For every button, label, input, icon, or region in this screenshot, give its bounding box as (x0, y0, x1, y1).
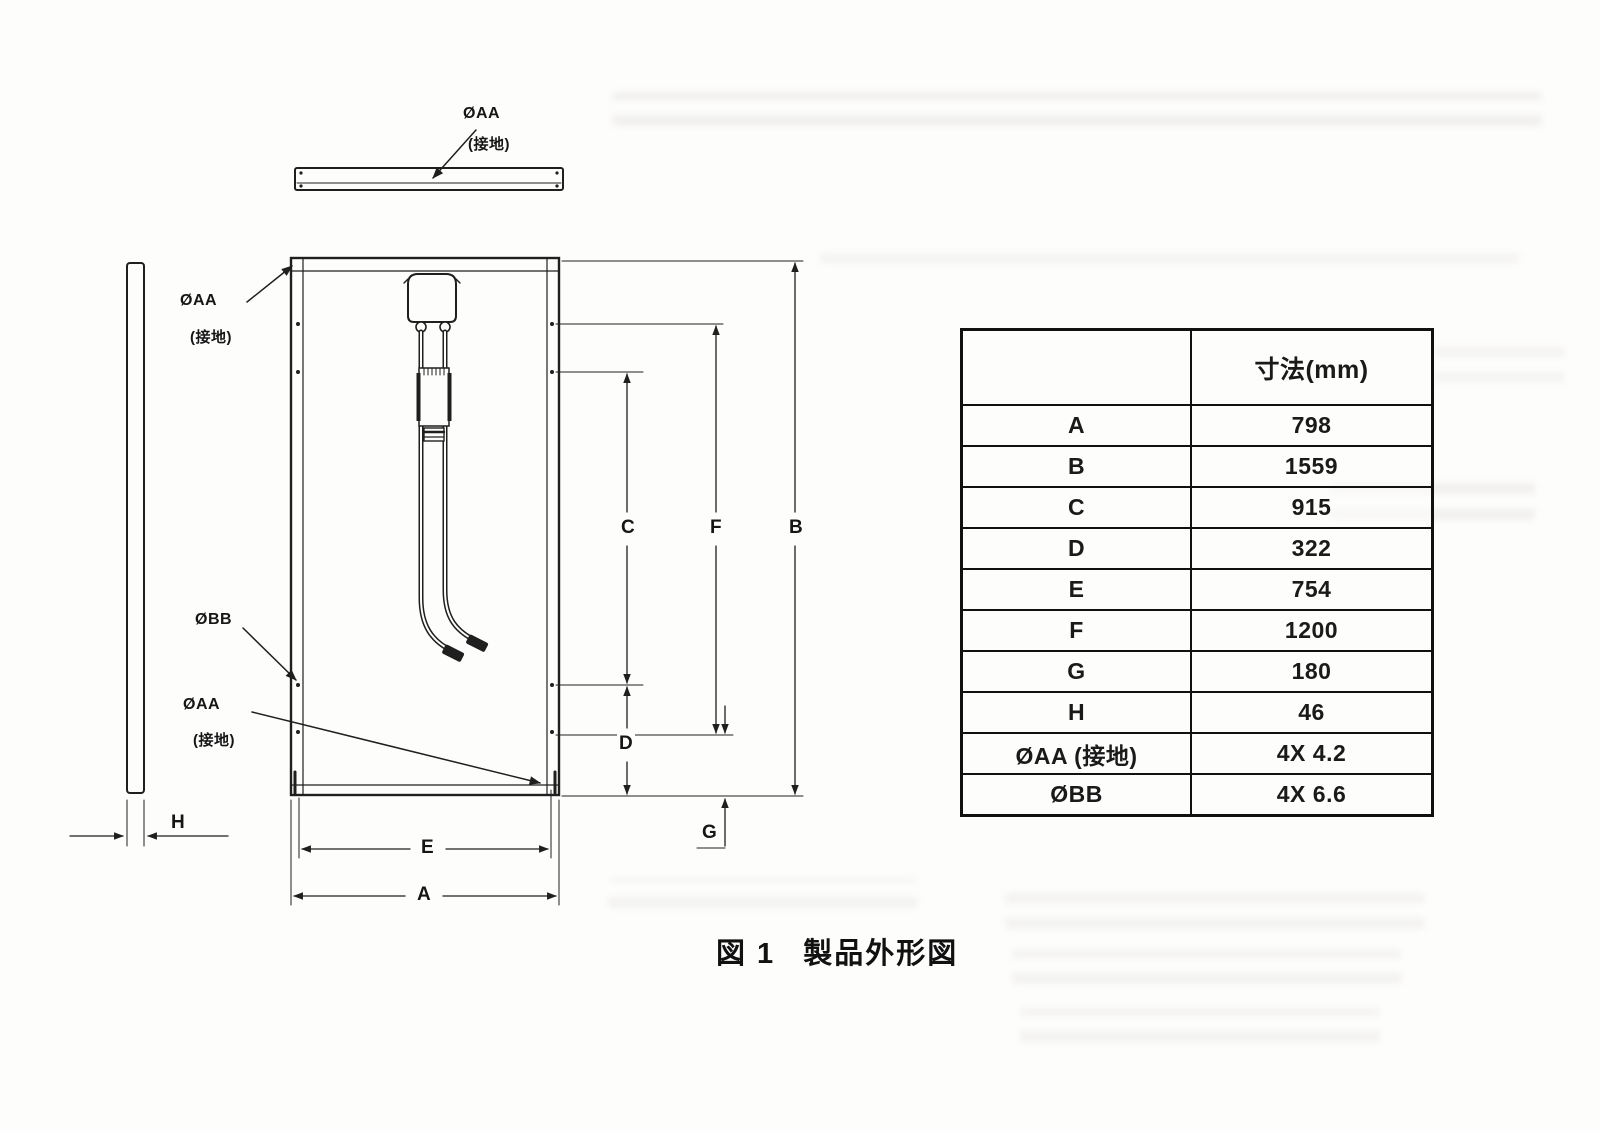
table-row: A 798 (963, 404, 1431, 445)
dim-label-g: G (700, 822, 720, 844)
phi-aa-label-top-view: ØAA (463, 105, 501, 122)
dim-name-cell: D (963, 529, 1192, 568)
extension-lines (290, 260, 804, 906)
leader-phi-aa-top-view (432, 129, 477, 179)
main-view-panel (289, 256, 561, 797)
cable-clip (416, 367, 452, 442)
bleedthrough-smudge (608, 878, 918, 908)
dimension-table: 寸法(mm) A 798 B 1559 C 915 D 322 E 754 F … (960, 328, 1434, 817)
bleedthrough-smudge (1012, 950, 1402, 984)
table-row: G 180 (963, 650, 1431, 691)
top-view-panel-edge (294, 167, 564, 191)
bleedthrough-smudge (1435, 345, 1565, 383)
dim-label-f: F (708, 517, 725, 539)
dim-value-cell: 754 (1291, 576, 1332, 602)
bleedthrough-smudge (1005, 893, 1425, 929)
dim-value-cell: 46 (1298, 699, 1325, 725)
figure-number: 図 1 (716, 938, 776, 970)
phi-bb-label: ØBB (195, 611, 233, 628)
side-view-panel (69, 262, 229, 847)
cable-connectors (442, 634, 489, 662)
dim-name-cell: H (963, 693, 1192, 732)
dim-value-cell: 798 (1291, 412, 1332, 438)
dim-name-cell: C (963, 488, 1192, 527)
dim-value-cell: 1200 (1284, 617, 1339, 643)
dim-label-a: A (415, 884, 434, 906)
bleedthrough-smudge (1020, 1008, 1380, 1042)
bleedthrough-smudge (820, 238, 1520, 264)
figure-caption: 図 1 製品外形図 (716, 930, 958, 972)
dim-name-cell: F (963, 611, 1192, 650)
ground-label-topleft: (接地) (190, 329, 232, 346)
dim-value-cell: 4X 4.2 (1276, 740, 1347, 766)
table-row: C 915 (963, 486, 1431, 527)
phi-aa-label-bottom: ØAA (183, 696, 221, 713)
leader-phi-aa-topleft (246, 265, 293, 303)
dim-name-cell: B (963, 447, 1192, 486)
table-row: ØBB 4X 6.6 (963, 773, 1431, 814)
dim-label-c: C (619, 517, 638, 539)
dim-name-cell: ØBB (963, 775, 1192, 814)
table-row: D 322 (963, 527, 1431, 568)
dimension-lines (293, 262, 799, 900)
table-row: F 1200 (963, 609, 1431, 650)
dim-name-cell: A (963, 406, 1192, 445)
figure-title: 製品外形図 (803, 938, 959, 970)
table-header-dimension: 寸法(mm) (1254, 355, 1369, 384)
dim-name-cell: G (963, 652, 1192, 691)
dim-label-e: E (419, 837, 437, 859)
dim-value-cell: 322 (1291, 535, 1332, 561)
dim-value-cell: 4X 6.6 (1276, 781, 1347, 807)
leader-phi-bb (242, 627, 297, 681)
dim-value-cell: 915 (1291, 494, 1332, 520)
ground-label-bottom: (接地) (193, 732, 235, 749)
table-row: B 1559 (963, 445, 1431, 486)
phi-aa-label-topleft: ØAA (180, 292, 218, 309)
dim-label-h: H (169, 812, 188, 834)
dim-value-cell: 180 (1291, 658, 1332, 684)
dim-name-cell: E (963, 570, 1192, 609)
table-row: E 754 (963, 568, 1431, 609)
bleedthrough-smudge (612, 92, 1542, 126)
table-row: ØAA (接地) 4X 4.2 (963, 732, 1431, 773)
dim-name-cell: ØAA (接地) (963, 734, 1192, 773)
table-header-row: 寸法(mm) (963, 331, 1431, 404)
ground-label-top-view: (接地) (468, 136, 510, 153)
dim-label-d: D (617, 733, 636, 755)
dim-label-b: B (787, 517, 806, 539)
table-row: H 46 (963, 691, 1431, 732)
dim-value-cell: 1559 (1284, 453, 1339, 479)
mounting-holes (296, 322, 554, 734)
leader-phi-aa-bottom (251, 711, 542, 785)
table-header-blank (963, 331, 1192, 404)
